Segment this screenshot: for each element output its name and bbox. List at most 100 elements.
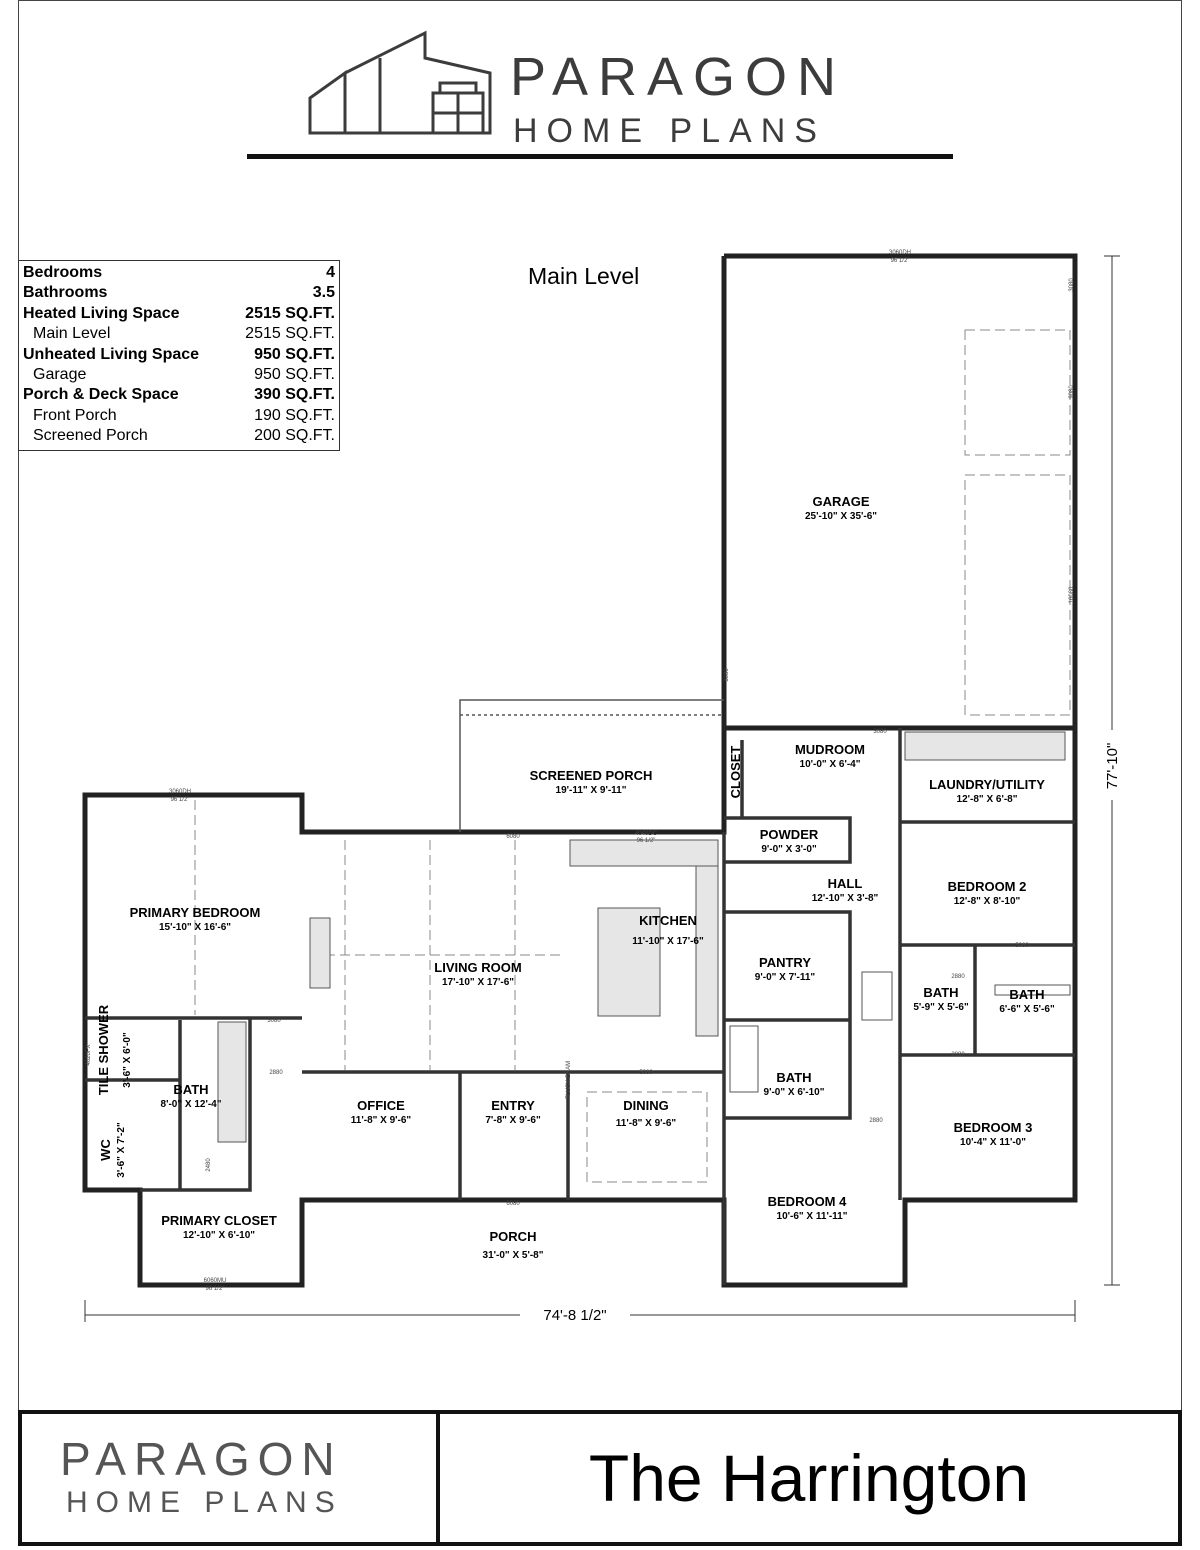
room-dims-porch: 31'-0" X 5'-8": [483, 1250, 544, 1261]
door-tag: 2880: [869, 1118, 883, 1124]
room-name-tile-shower: TILE SHOWER: [96, 1004, 111, 1095]
window-tag: 6060MU: [204, 1278, 227, 1284]
stats-row: Heated Living Space 2515 SQ.FT.: [19, 304, 339, 324]
room-dims-dining: 11'-8" X 9'-6": [616, 1118, 677, 1129]
door-tag: 3080: [873, 729, 887, 735]
room-name-closet: CLOSET: [728, 746, 743, 799]
door-tag: 2880: [269, 1070, 283, 1076]
door-tag: 6080: [506, 834, 520, 840]
window-width-tag: 96 1/2": [891, 258, 910, 264]
room-dims-entry: 7'-8" X 9'-6": [485, 1115, 541, 1126]
window-tag: 4040DC: [635, 831, 658, 837]
stats-value: 2515 SQ.FT.: [245, 325, 335, 343]
room-dims-mudroom: 10'-0" X 6'-4": [800, 759, 861, 770]
house-logo-icon: [308, 30, 492, 135]
room-dims-bedroom-4: 10'-6" X 11'-11": [777, 1211, 848, 1222]
room-name-porch: PORCH: [490, 1229, 537, 1244]
stats-value: 3.5: [312, 284, 335, 302]
stats-value: 200 SQ.FT.: [254, 427, 335, 445]
room-name-primary-bath: BATH: [173, 1082, 208, 1097]
door-tag: 3080: [1069, 278, 1075, 292]
stats-row: Bathrooms 3.5: [19, 283, 339, 303]
room-name-dining: DINING: [623, 1098, 669, 1113]
room-labels: GARAGE 25'-10" X 35'-6" SCREENED PORCH 1…: [96, 494, 1055, 1261]
room-dims-primary-closet: 12'-10" X 6'-10": [183, 1230, 255, 1241]
interior-walls: [85, 728, 1075, 1285]
screened-porch-outline: [459, 699, 724, 832]
stats-value: 390 SQ.FT.: [254, 386, 335, 404]
room-dims-screened-porch: 19'-11" X 9'-11": [556, 785, 627, 796]
room-name-garage: GARAGE: [812, 494, 869, 509]
room-dims-bedroom-3: 10'-4" X 11'-0": [960, 1137, 1026, 1148]
stats-row: Porch & Deck Space 390 SQ.FT.: [19, 385, 339, 405]
room-name-powder: POWDER: [760, 827, 819, 842]
room-dims-garage: 25'-10" X 35'-6": [805, 511, 877, 522]
stats-value: 2515 SQ.FT.: [245, 304, 335, 322]
plan-title: The Harrington: [588, 1441, 1030, 1515]
window-width-tag: 96 1/2": [637, 838, 656, 844]
room-name-hall-bath: BATH: [776, 1070, 811, 1085]
room-dims-tile-shower: 3'-6" X 6'-0": [122, 1032, 133, 1088]
room-dims-wc: 3'-6" X 7'-2": [116, 1122, 127, 1178]
room-dims-hall-bath: 9'-0" X 6'-10": [764, 1087, 825, 1098]
stats-label: Bathrooms: [23, 284, 108, 302]
stats-row: Main Level 2515 SQ.FT.: [19, 324, 339, 344]
stats-value: 4: [326, 264, 335, 281]
level-title: Main Level: [528, 263, 640, 289]
stats-row: Garage 950 SQ.FT.: [19, 365, 339, 385]
room-dims-living-room: 17'-10" X 17'-6": [442, 977, 514, 988]
room-name-bedroom-2: BEDROOM 2: [948, 879, 1027, 894]
title-block-logo: PARAGON HOME PLANS: [22, 1414, 440, 1542]
overhead-door-tag: 9080: [1069, 385, 1075, 399]
door-tag: 2880: [951, 974, 965, 980]
header-divider: [247, 154, 953, 159]
brand-name: PARAGON: [60, 1433, 343, 1485]
stats-label: Garage: [33, 366, 87, 384]
door-tag: 3080: [267, 1018, 281, 1024]
room-name-screened-porch: SCREENED PORCH: [530, 768, 653, 783]
window-tag: 4020FX: [86, 1044, 92, 1065]
room-name-entry: ENTRY: [491, 1098, 535, 1113]
door-window-tags: 3060DH 96 1/2" 3080 9080 16080 3080 3060…: [86, 250, 1075, 1292]
door-tag: 5080: [639, 1070, 653, 1076]
stats-label: Porch & Deck Space: [23, 386, 179, 404]
window-width-tag: 96 1/2": [206, 1286, 225, 1292]
stats-value: 950 SQ.FT.: [254, 366, 335, 384]
stats-value: 190 SQ.FT.: [254, 406, 335, 424]
room-dims-pantry: 9'-0" X 7'-11": [755, 972, 816, 983]
title-block: PARAGON HOME PLANS The Harrington: [18, 1410, 1182, 1546]
room-dims-hall: 12'-10" X 3'-8": [812, 893, 879, 904]
room-name-office: OFFICE: [357, 1098, 405, 1113]
stats-label: Unheated Living Space: [23, 345, 200, 363]
room-name-hall: HALL: [828, 876, 863, 891]
room-dims-primary-bath: 8'-0" X 12'-4": [161, 1099, 222, 1110]
overhead-door-tag: 16080: [1069, 586, 1075, 603]
room-name-primary-closet: PRIMARY CLOSET: [161, 1213, 277, 1228]
floor-plan: GARAGE 25'-10" X 35'-6" SCREENED PORCH 1…: [82, 250, 1121, 1324]
door-tag: 3080: [724, 668, 730, 682]
window-tag: 3060DH: [889, 250, 911, 256]
room-dims-bath-a: 5'-9" X 5'-6": [913, 1002, 969, 1013]
dimension-lines: [84, 255, 1120, 1322]
overall-width: 74'-8 1/2": [543, 1307, 606, 1324]
room-dims-bedroom-2: 12'-8" X 8'-10": [954, 896, 1021, 907]
stats-label: Main Level: [33, 325, 111, 343]
stats-label: Heated Living Space: [23, 304, 180, 322]
room-name-mudroom: MUDROOM: [795, 742, 865, 757]
room-name-primary-bedroom: PRIMARY BEDROOM: [130, 905, 261, 920]
door-tag: 2880: [951, 1052, 965, 1058]
window-width-tag: 96 1/2": [171, 797, 190, 803]
room-dims-office: 11'-8" X 9'-6": [351, 1115, 412, 1126]
room-name-bath-a: BATH: [923, 985, 958, 1000]
garage-door-outlines: [194, 329, 1071, 1183]
room-dims-powder: 9'-0" X 3'-0": [761, 844, 817, 855]
room-dims-laundry: 12'-8" X 6'-8": [957, 794, 1018, 805]
room-name-wc: WC: [98, 1139, 113, 1161]
room-name-bedroom-3: BEDROOM 3: [954, 1120, 1033, 1135]
brand-logo: PARAGON HOME PLANS: [305, 28, 905, 150]
